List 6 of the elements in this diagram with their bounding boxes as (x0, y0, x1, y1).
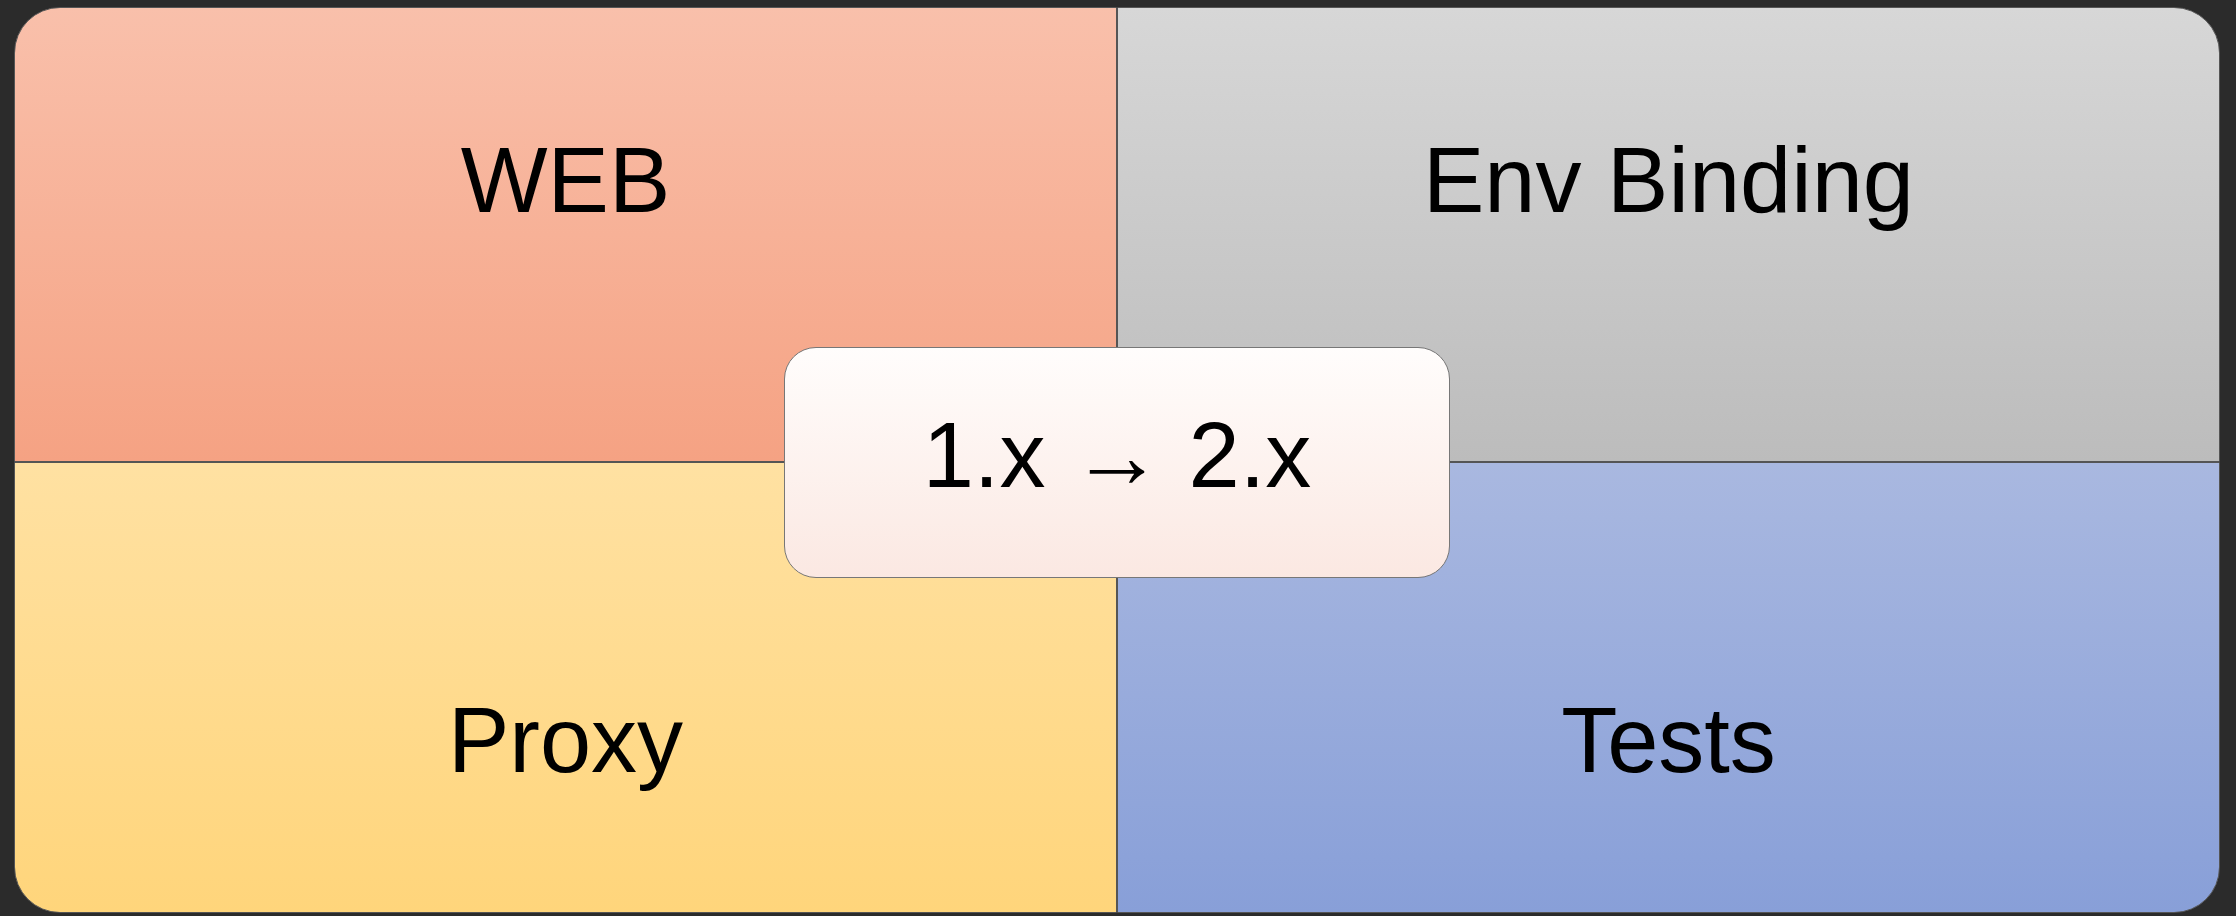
panel-label: Env Binding (1422, 128, 1915, 233)
panel-label: Tests (1560, 688, 1777, 793)
version-label: 1.x → 2.x (921, 403, 1313, 508)
panel-label: Proxy (446, 688, 685, 793)
panel-label: WEB (459, 128, 672, 233)
center-box (784, 347, 1450, 578)
